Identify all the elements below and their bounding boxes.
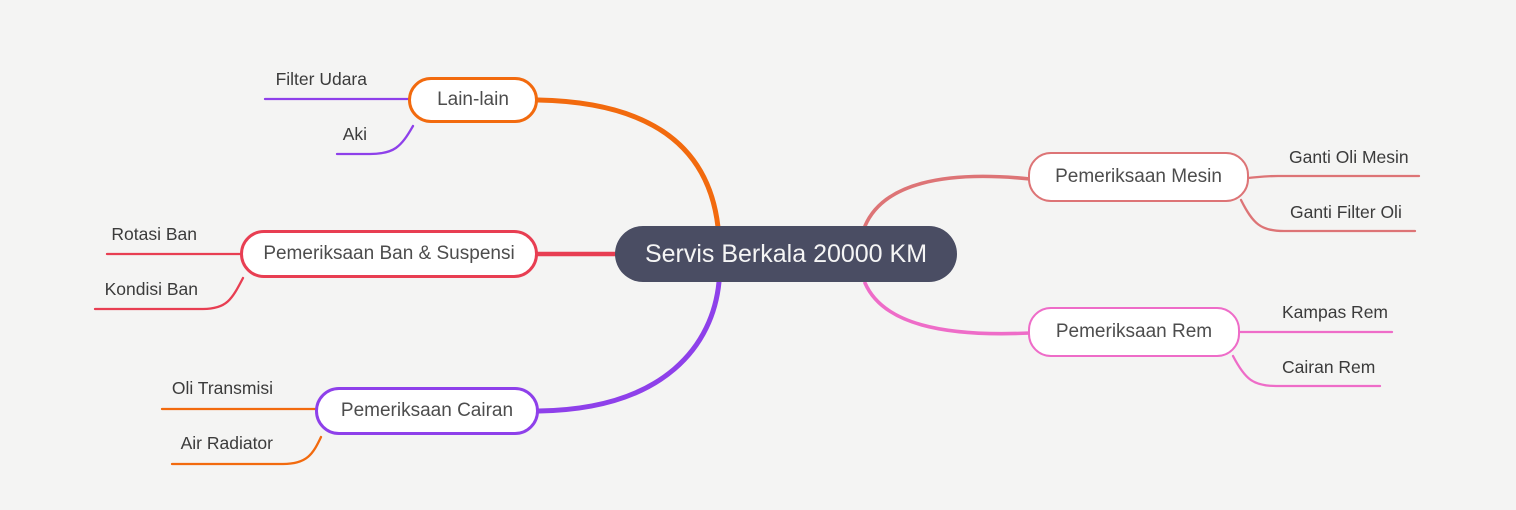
edge-kondisi-ban bbox=[93, 276, 245, 311]
leaf-aki[interactable]: Aki bbox=[342, 124, 367, 144]
edge-ganti-filter-oli bbox=[1239, 198, 1417, 233]
leaf-air-radiator[interactable]: Air Radiator bbox=[180, 433, 273, 453]
branch-node-ban-suspensi[interactable]: Pemeriksaan Ban & Suspensi bbox=[240, 230, 538, 278]
edge-aki bbox=[335, 124, 415, 156]
branch-label: Lain-lain bbox=[437, 89, 509, 110]
branch-label: Pemeriksaan Cairan bbox=[340, 400, 514, 421]
branch-node-rem[interactable]: Pemeriksaan Rem bbox=[1028, 307, 1240, 357]
leaf-filter-udara[interactable]: Filter Udara bbox=[275, 69, 367, 89]
branch-label: Pemeriksaan Ban & Suspensi bbox=[263, 243, 515, 264]
edge-center-to-mesin bbox=[863, 174, 1032, 228]
leaf-cairan-rem[interactable]: Cairan Rem bbox=[1282, 357, 1376, 377]
leaf-kampas-rem[interactable]: Kampas Rem bbox=[1282, 302, 1389, 322]
leaf-ganti-filter-oli[interactable]: Ganti Filter Oli bbox=[1290, 202, 1402, 222]
leaf-rotasi-ban[interactable]: Rotasi Ban bbox=[111, 224, 197, 244]
leaf-kondisi-ban[interactable]: Kondisi Ban bbox=[104, 279, 198, 299]
leaf-oli-transmisi[interactable]: Oli Transmisi bbox=[171, 378, 273, 398]
central-topic-label: Servis Berkala 20000 KM bbox=[644, 239, 928, 268]
edge-center-to-rem bbox=[863, 281, 1032, 336]
central-topic-node[interactable]: Servis Berkala 20000 KM bbox=[615, 226, 957, 282]
branch-node-cairan[interactable]: Pemeriksaan Cairan bbox=[315, 387, 539, 435]
edge-ganti-oli-mesin bbox=[1245, 174, 1421, 180]
leaf-ganti-oli-mesin[interactable]: Ganti Oli Mesin bbox=[1289, 147, 1409, 167]
branch-node-lain-lain[interactable]: Lain-lain bbox=[408, 77, 538, 123]
edge-center-to-lain-lain bbox=[535, 97, 721, 230]
edge-cairan-rem bbox=[1231, 354, 1382, 388]
branch-label: Pemeriksaan Mesin bbox=[1055, 166, 1222, 187]
edge-center-to-cairan bbox=[536, 279, 722, 414]
edge-air-radiator bbox=[170, 435, 323, 466]
branch-label: Pemeriksaan Rem bbox=[1055, 321, 1213, 342]
branch-node-mesin[interactable]: Pemeriksaan Mesin bbox=[1028, 152, 1249, 202]
